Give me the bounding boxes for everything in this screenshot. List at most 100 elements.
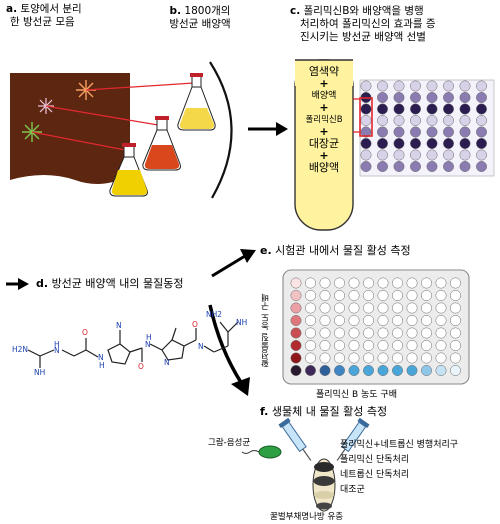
plate-e-well [406, 327, 418, 339]
gram-negative-bacterium [258, 445, 282, 459]
panel-c-line3: 진시키는 방선균 배양액 선별 [300, 31, 426, 43]
plate-c-well [426, 80, 438, 92]
plate-e-well [348, 365, 360, 376]
tube-item-polymyxin: 폴리믹신B [305, 115, 343, 125]
plate-e-well [305, 277, 316, 289]
plate-c-well [459, 138, 471, 149]
plate-e-well [406, 277, 418, 289]
plate-e-well [348, 327, 360, 339]
plate-e-well [450, 327, 461, 339]
plate-c-wells [360, 80, 487, 172]
plate-c-well [410, 138, 421, 149]
plate-e-well [305, 302, 316, 314]
plate-e-well [377, 277, 389, 289]
tube-item-culture: 배양액 [311, 91, 337, 101]
plate-c-well [426, 103, 438, 115]
plate-e-well [450, 352, 461, 364]
plate-c-well [476, 103, 487, 115]
plate-e-well [348, 290, 360, 301]
plate-c-well [377, 138, 388, 149]
plate-e-well [392, 352, 403, 364]
syringe-right [336, 417, 370, 461]
plate-c-well [476, 161, 487, 172]
plate-c-well [410, 126, 421, 138]
plate-e-well [377, 290, 389, 301]
atom-n-1: N [54, 346, 60, 355]
plate-e-well [421, 290, 432, 301]
plate-c-well [360, 161, 372, 172]
panel-f-text: 생물체 내 물질 활성 측정 [271, 405, 388, 418]
plate-e-well [305, 340, 316, 351]
plate-c-well [426, 149, 438, 161]
atom-nh2: NH2 [206, 310, 223, 319]
atom-h-2: H [99, 361, 105, 370]
legend-netropsin-only: 네트롭신 단독처리 [340, 470, 410, 480]
plate-c-well [377, 92, 388, 103]
tube-plus-2: + [319, 101, 329, 114]
plate-c-well [459, 115, 471, 126]
atom-o-3: O [192, 320, 198, 329]
plate-e-well [363, 277, 374, 289]
plate-e-well [363, 352, 374, 364]
plate-e-well [334, 277, 345, 289]
plate-c-well [377, 161, 388, 172]
plate-e-well [319, 302, 331, 314]
plate-e-well [377, 315, 389, 326]
plate-e-well [450, 302, 461, 314]
plate-e-well [334, 302, 345, 314]
plate-c-well [443, 92, 454, 103]
plate-c-well [459, 126, 471, 138]
plate-c-well [410, 115, 421, 126]
plate-c-well [476, 149, 487, 161]
plate-e-well [319, 315, 331, 326]
plate-c-well [459, 161, 471, 172]
atom-nh-1: NH [34, 368, 46, 377]
plate-c-well [377, 103, 388, 115]
plate-c-well [410, 161, 421, 172]
plate-c-well [410, 92, 421, 103]
plate-e-well [305, 352, 316, 364]
plate-e-well [363, 365, 374, 376]
plate-e-well [435, 327, 447, 339]
panel-c-letter: c. [290, 5, 301, 17]
panel-c-line2: 처리하여 폴리믹신의 효과를 증 [300, 18, 436, 30]
panel-e-letter: e. [260, 244, 272, 257]
plate-c-well [360, 149, 372, 161]
plate-e-well [377, 302, 389, 314]
plate-e-well [377, 340, 389, 351]
plate-c-well [393, 138, 405, 149]
legend-control: 대조군 [340, 485, 365, 495]
plate-e-well [319, 365, 331, 376]
panel-f-caption: f. 생물체 내 물질 활성 측정 [260, 405, 387, 418]
plate-c-well [443, 138, 454, 149]
plate-e-well [305, 315, 316, 326]
plate-e-well [392, 277, 403, 289]
plate-c-well [459, 103, 471, 115]
plate-c-well [476, 138, 487, 149]
plate-c-well [426, 126, 438, 138]
arrow-d-to-f [208, 304, 244, 385]
plate-e-well [421, 302, 432, 314]
plate-e-well [334, 315, 345, 326]
atom-h-3: H [146, 333, 152, 342]
tube-item-culture-2: 배양액 [308, 161, 340, 174]
atom-n-3: N [116, 321, 122, 330]
plate-e-well [450, 277, 461, 289]
panel-a-line1: 토양에서 분리 [20, 3, 82, 15]
plate-e-well [290, 365, 302, 376]
plate-e-well [435, 352, 447, 364]
tube-item-ecoli: 대장균 [308, 137, 340, 150]
plate-c-well [360, 103, 372, 115]
panel-a-line2: 한 방선균 모음 [10, 16, 75, 28]
plate-c-well [476, 80, 487, 92]
plate-e-well [319, 352, 331, 364]
panel-d-caption: d. 방선균 배양액 내의 물질동정 [36, 277, 184, 290]
plate-c-well [476, 115, 487, 126]
arrow-d-to-e [211, 254, 246, 278]
panel-a-letter: a. [6, 3, 18, 15]
plate-e-well [450, 315, 461, 326]
panel-f-letter: f. [260, 405, 269, 418]
atom-n-6: N [164, 358, 170, 367]
plate-c-highlight [359, 97, 373, 137]
plate-e-well [421, 327, 432, 339]
